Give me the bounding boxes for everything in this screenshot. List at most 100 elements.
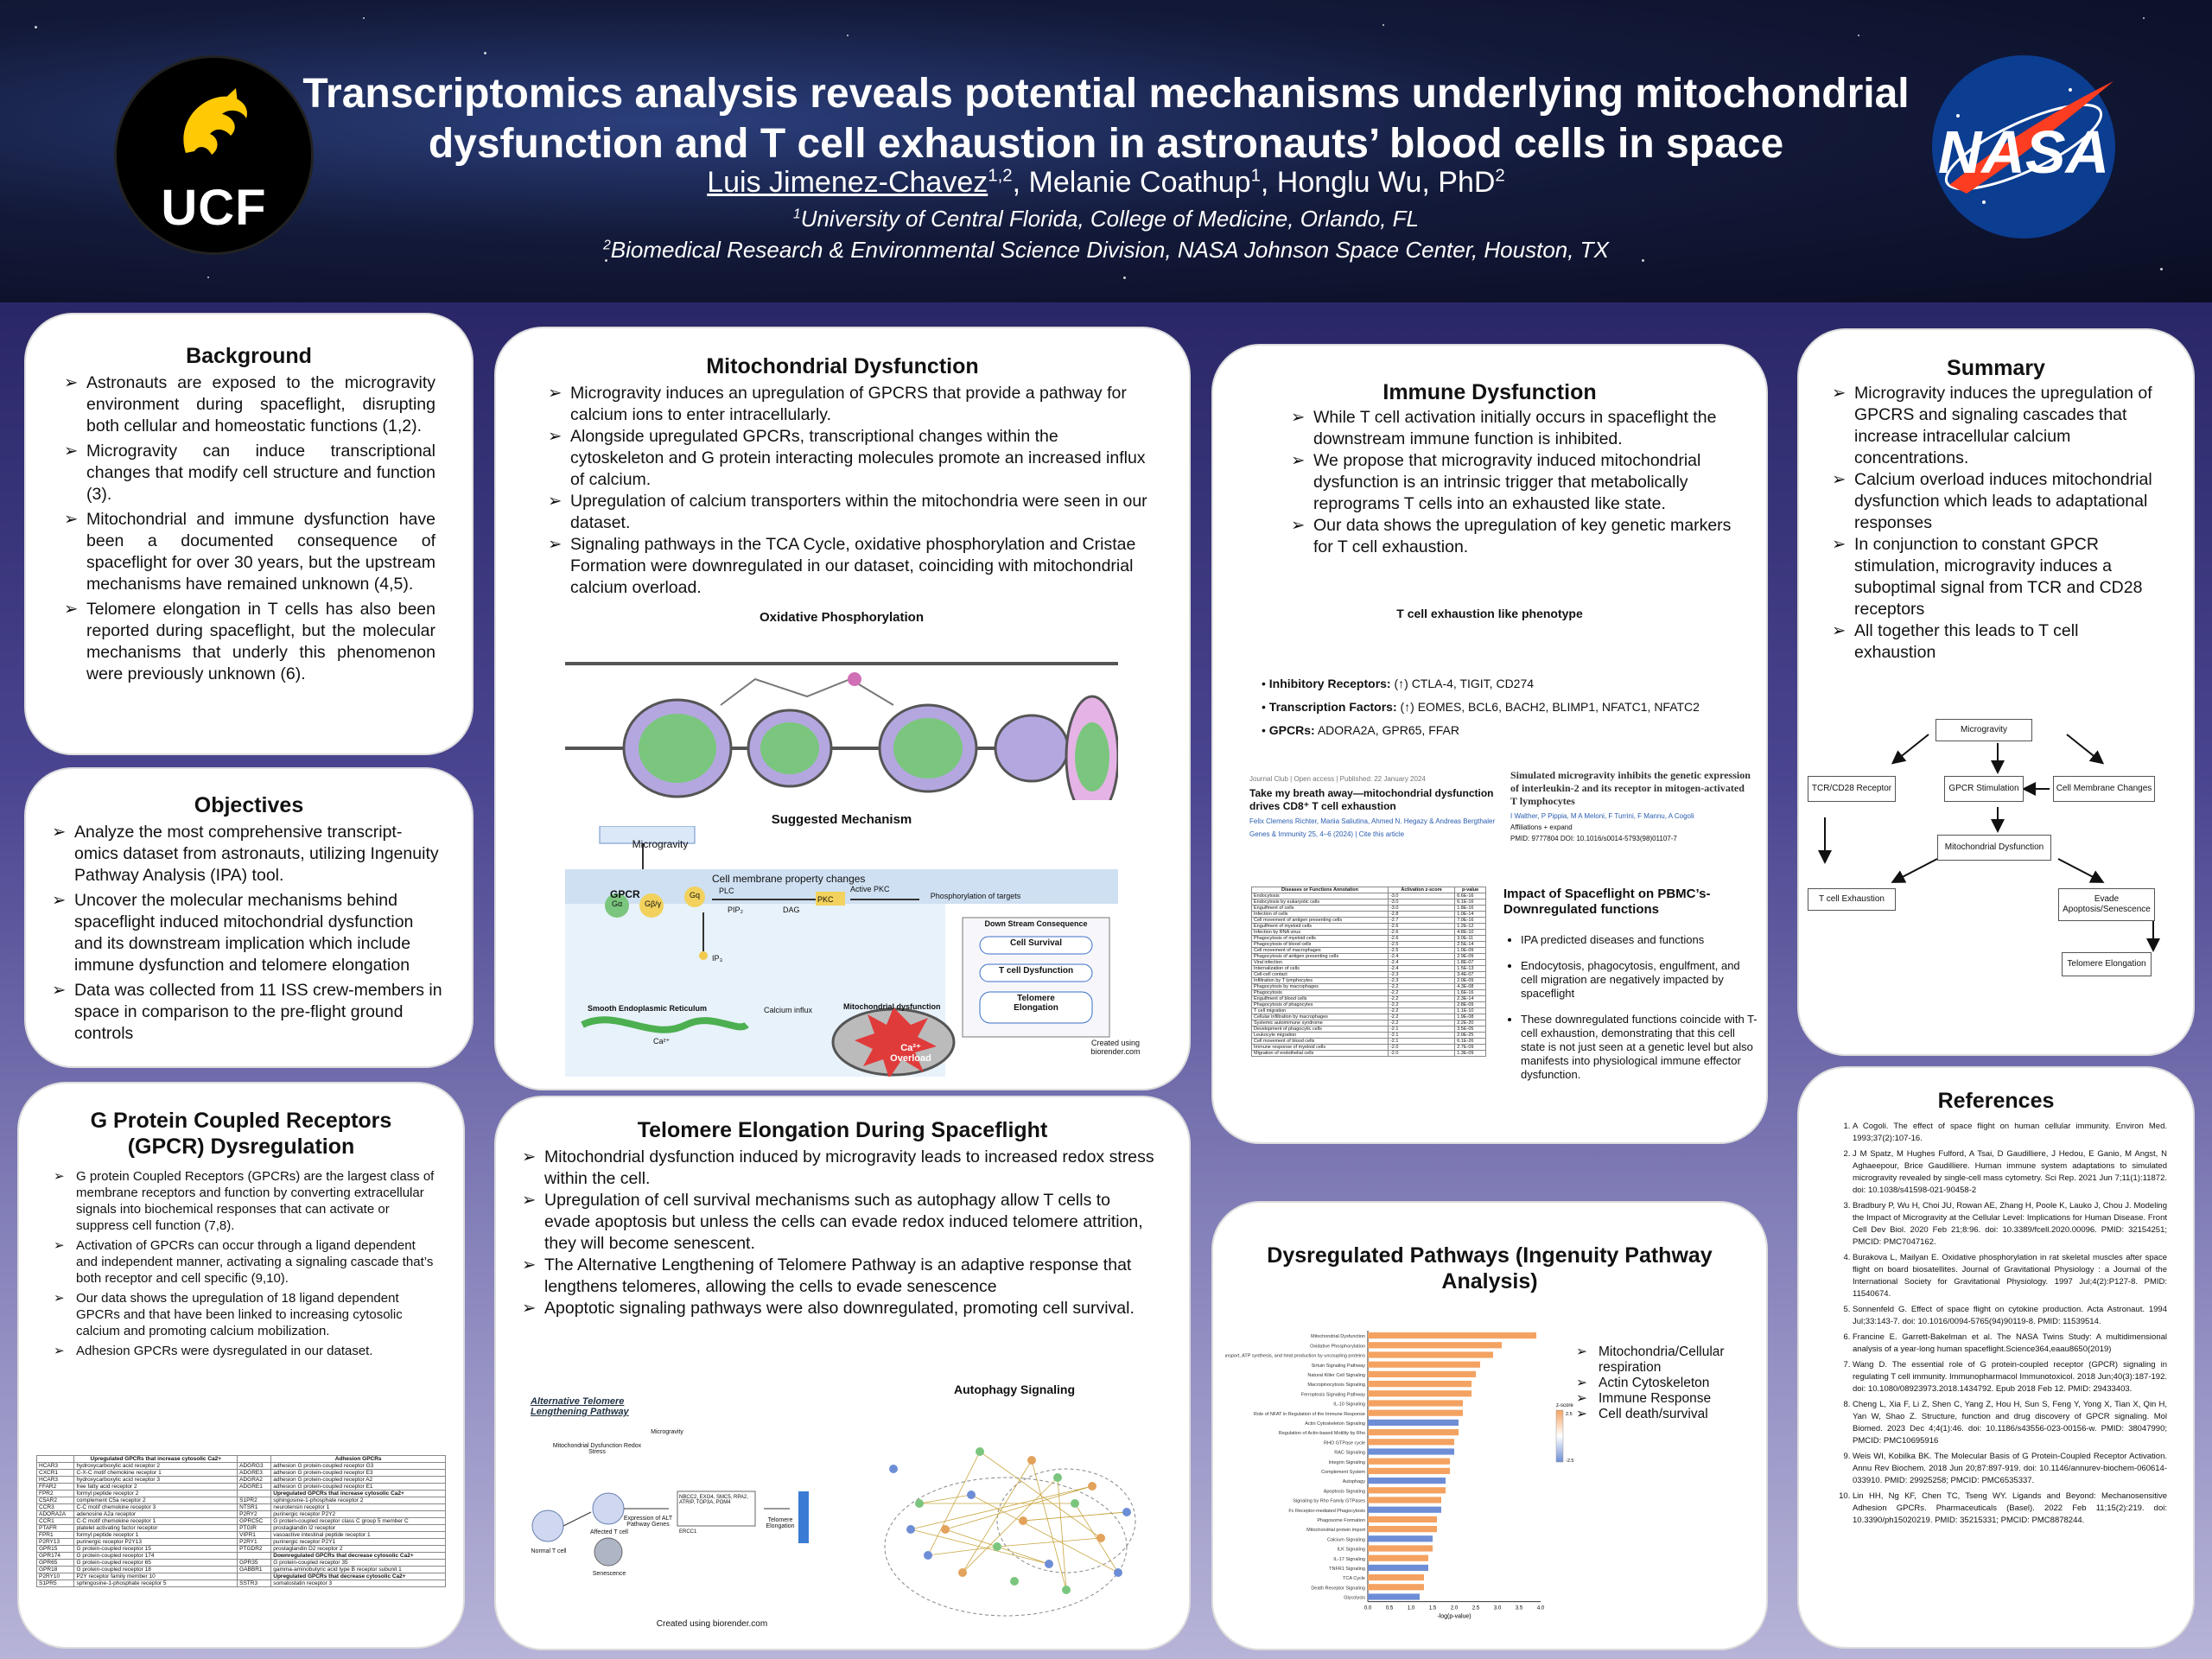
paper-2-affil[interactable]: Affiliations + expand — [1510, 823, 1573, 831]
network-edge — [970, 1494, 1119, 1573]
paper-1-title: Take my breath away—mitochondrial dysfun… — [1249, 787, 1494, 812]
mech-microgravity-label: Microgravity — [632, 838, 689, 850]
mech-telomere-label: Telomere Elongation — [1014, 994, 1058, 1013]
paper-2-authors[interactable]: I Walther, P Pippia, M A Meloni, F Turri… — [1510, 812, 1694, 820]
network-node — [1045, 1560, 1053, 1568]
mito-item: Upregulation of calcium transporters wit… — [548, 491, 1154, 534]
author-second: , Melanie Coathup — [1012, 166, 1251, 199]
ipa-table-cell: 3.4E-07 — [1454, 971, 1486, 978]
ipa-table-cell: 1.2E-12 — [1454, 923, 1486, 930]
flow-membrane: Cell Membrane Changes — [2053, 776, 2155, 802]
ipa-table-header: p-value — [1454, 887, 1486, 893]
ipa-table-cell: Viral infection — [1251, 959, 1389, 966]
x-tick-label: 2.0 — [1451, 1606, 1459, 1611]
affiliation-1-text: University of Central Florida, College o… — [800, 206, 1419, 232]
gpcr-table-cell: G protein-coupled receptor 174 — [73, 1552, 238, 1560]
oxphos-title: Oxidative Phosphorylation — [759, 610, 925, 625]
ipa-table-cell: -2.1 — [1387, 1032, 1456, 1039]
gpcr-panel: G Protein Coupled Receptors (GPCR) Dysre… — [17, 1082, 465, 1649]
ipa-table-cell: 2.8E-09 — [1454, 1001, 1486, 1008]
gpcr-item: Our data shows the upregulation of 18 li… — [54, 1290, 437, 1339]
mech-ip3-label: IP₃ — [712, 954, 723, 963]
ipa-table-cell: Phagocytosis by macrophages — [1251, 983, 1389, 990]
pathway-bar — [1368, 1526, 1437, 1533]
paper-2-title: Simulated microgravity inhibits the gene… — [1510, 769, 1751, 807]
mech-plc-label: PLC — [719, 887, 734, 895]
ipa-table-cell: -2.0 — [1387, 1050, 1456, 1057]
gpcr-table-cell: free fatty acid receptor 2 — [73, 1483, 238, 1491]
background-list: Astronauts are exposed to the microgravi… — [64, 372, 435, 685]
reference-item: Weis WI, Kobilka BK. The Molecular Basis… — [1853, 1451, 2167, 1487]
gpcr-table-cell — [237, 1552, 272, 1560]
gpcr-table-cell: P2Y receptor family member 10 — [73, 1573, 238, 1580]
mech-membrane-label: Cell membrane property changes — [712, 873, 866, 885]
pathway-label: Integrin Signaling — [1328, 1460, 1365, 1465]
gpcr-table-cell: HCAR3 — [35, 1462, 75, 1470]
ipa-table-cell: -3.0 — [1387, 893, 1456, 899]
gpcr-item: G protein Coupled Receptors (GPCRs) are … — [54, 1168, 437, 1234]
phenotype-title: T cell exhaustion like phenotype — [1396, 607, 1583, 620]
gpcr-table-cell: sphingosine-1-phosphate receptor 2 — [270, 1497, 446, 1504]
mechanism-title: Suggested Mechanism — [771, 812, 912, 827]
gpcr-table-cell: P2RY1 — [237, 1538, 272, 1546]
pathway-bar — [1368, 1574, 1424, 1581]
pathway-bar — [1368, 1564, 1428, 1571]
impact-list: IPA predicted diseases and functions End… — [1503, 933, 1759, 1082]
x-tick-label: 3.5 — [1516, 1606, 1523, 1611]
gpcr-table-cell: CCR3 — [35, 1503, 75, 1511]
objectives-list: Analyze the most comprehensive transcrip… — [52, 822, 446, 1045]
gpcr-table-cell: adhesion G protein-coupled receptor G3 — [270, 1462, 446, 1470]
alt-affected-label: Affected T cell — [590, 1529, 628, 1535]
pathway-bar — [1368, 1554, 1428, 1561]
gpcr-table-cell: adhesion G protein-coupled receptor E1 — [270, 1483, 446, 1491]
marker-text: (↑) EOMES, BCL6, BACH2, BLIMP1, NFATC1, … — [1396, 700, 1700, 714]
mech-ga-label: Gα — [612, 899, 623, 908]
pathway-label: Glycolysis — [1344, 1596, 1365, 1601]
immune-panel: Immune Dysfunction While T cell activati… — [1211, 344, 1768, 1144]
gpcr-table-cell: hydroxycarboxylic acid receptor 2 — [73, 1462, 238, 1470]
gpcr-table-cell: C5AR2 — [35, 1497, 75, 1504]
ipa-table-cell: 4.3E-08 — [1454, 983, 1486, 990]
x-tick-label: 4.0 — [1537, 1606, 1545, 1611]
impact-title: Impact of Spaceflight on PBMC’s- Downreg… — [1503, 887, 1711, 917]
gpcr-table-cell: complement C5a receptor 2 — [73, 1497, 238, 1504]
paper-1-journal[interactable]: Genes & Immunity 25, 4–6 (2024) | Cite t… — [1249, 830, 1405, 838]
pathway-bar — [1368, 1458, 1450, 1465]
network-edge — [918, 1494, 972, 1504]
pathways-item: Immune Response — [1576, 1391, 1749, 1407]
gpcr-table-cell: G protein-coupled receptor 35 — [270, 1559, 446, 1567]
ipa-table-cell: Engulfment of cells — [1251, 905, 1389, 912]
ipa-table-cell: 3.0E-11 — [1454, 935, 1486, 942]
paper-1-authors[interactable]: Felix Clemens Richter, Mariia Saliutina,… — [1249, 817, 1496, 825]
network-node — [1010, 1577, 1019, 1586]
ipa-table-cell: -3.0 — [1387, 899, 1456, 906]
ipa-table-cell: 6.1E-16 — [1454, 899, 1486, 906]
gpcr-table-cell: GPR18 — [35, 1566, 75, 1573]
x-axis-label: -log(p-value) — [1437, 1614, 1471, 1620]
gpcr-table-cell: VIPR1 — [237, 1531, 272, 1539]
telomere-heading: Telomere Elongation During Spaceflight — [637, 1118, 1048, 1142]
mito-item: Microgravity induces an upregulation of … — [548, 383, 1154, 426]
pathway-label: Actin Cytoskeleton Signaling — [1305, 1421, 1365, 1427]
gpcr-item: Adhesion GPCRs were dysregulated in our … — [54, 1343, 437, 1359]
network-node — [1019, 1516, 1027, 1525]
alt-mito-label: Mitochondrial Dysfunction Redox Stress — [552, 1443, 642, 1455]
alt-microgravity-label: Microgravity — [651, 1429, 683, 1435]
ipa-table-cell: 1.9E-08 — [1454, 1014, 1486, 1020]
mech-overload-line-2: Overload — [890, 1053, 931, 1064]
gpcr-table-cell: C-X-C motif chemokine receptor 1 — [73, 1469, 238, 1477]
references-list: A Cogoli. The effect of space flight on … — [1839, 1121, 2167, 1527]
ipa-table-cell: Infection of cells — [1251, 911, 1389, 918]
paper-2-ids: PMID: 9777804 DOI: 10.1016/s0014-5793(98… — [1510, 835, 1677, 842]
title-line-1: Transcriptomics analysis reveals potenti… — [302, 71, 1910, 117]
network-edge — [1057, 1477, 1067, 1591]
pathway-bar — [1368, 1506, 1441, 1513]
